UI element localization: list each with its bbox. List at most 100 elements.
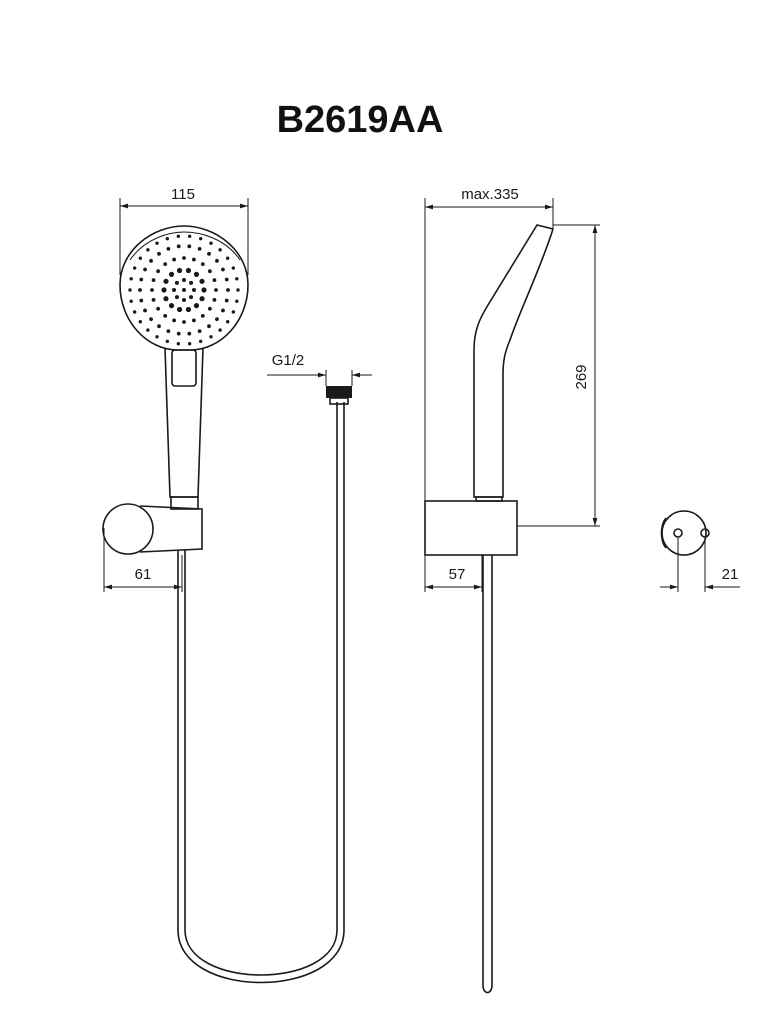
spray-hole [149, 258, 153, 263]
spray-hole [200, 262, 205, 267]
front-view: 115 G1/2 61 [102, 186, 372, 984]
product-code-title: B2619AA [277, 99, 444, 141]
spray-hole [163, 296, 169, 302]
spray-hole [198, 339, 203, 344]
spray-hole [191, 257, 196, 262]
spray-hole [151, 278, 156, 283]
spray-hole [166, 246, 171, 251]
bracket-detail-view: 21 [660, 510, 740, 592]
spray-hole [161, 287, 167, 293]
spray-hole [176, 244, 181, 249]
spray-hole [165, 236, 170, 241]
spray-hole [157, 324, 161, 329]
spray-hole [225, 256, 230, 260]
wall-bracket-front [139, 505, 203, 553]
spray-hole [155, 241, 159, 245]
spray-hole [212, 278, 217, 283]
spray-hole [143, 308, 147, 313]
spray-hole [221, 267, 225, 272]
spray-hole [215, 317, 219, 322]
spray-hole [209, 335, 213, 339]
spray-hole [165, 339, 170, 344]
spray-hole [187, 234, 192, 238]
hose-connector [326, 386, 352, 398]
spray-hole [226, 288, 230, 292]
spray-hole [193, 303, 200, 309]
spray-hole [139, 298, 144, 303]
dimension-label-connection: G1/2 [272, 352, 305, 369]
dimension-label-front-depth: 61 [135, 566, 152, 583]
spray-hole [235, 277, 239, 281]
shower-side-profile [473, 224, 555, 498]
spray-hole [212, 297, 217, 302]
spray-hole [215, 258, 219, 263]
spray-hole [163, 262, 168, 267]
spray-hole [146, 248, 150, 252]
spray-hole [207, 306, 212, 311]
spray-hole [176, 331, 181, 336]
dimension-label-height: 269 [573, 364, 590, 389]
spray-hole [129, 277, 133, 281]
spray-hole [163, 278, 169, 284]
spray-hole [187, 244, 192, 249]
spray-hole [235, 299, 239, 303]
spray-hole [209, 241, 213, 245]
spray-hole [138, 256, 143, 260]
spray-hole [151, 297, 156, 302]
spray-hole [231, 266, 236, 270]
spray-hole [199, 296, 205, 302]
spray-hole [139, 277, 144, 282]
spray-hole [128, 288, 132, 292]
spray-hole [198, 236, 203, 241]
spray-hole [138, 288, 142, 292]
spray-hole [207, 251, 211, 256]
spray-hole [207, 324, 211, 329]
spray-hole [157, 251, 161, 256]
spray-hole [200, 313, 205, 318]
spray-hole [218, 328, 222, 332]
spray-hole [199, 278, 205, 284]
spray-hole [146, 328, 150, 332]
wall-bracket-side [424, 500, 518, 556]
spray-hole [236, 288, 240, 292]
spray-hole [129, 299, 133, 303]
spray-hole [176, 306, 183, 313]
spray-hole [187, 342, 192, 346]
spray-hole [176, 342, 181, 346]
spray-hole [182, 288, 186, 292]
dimension-label-side-depth: 57 [449, 566, 466, 583]
spray-hole [132, 310, 137, 314]
spray-hole [197, 246, 202, 251]
spray-hole [172, 318, 177, 323]
side-view: max.335 269 57 [424, 186, 600, 994]
spray-hole [207, 269, 212, 274]
spray-hole [214, 288, 218, 292]
spray-hole [231, 310, 236, 314]
spray-hole [172, 288, 176, 292]
spray-hole [155, 335, 159, 339]
spray-hole [176, 234, 181, 238]
spray-hole [174, 280, 179, 285]
spray-hole [187, 331, 192, 336]
spray-hole [132, 266, 137, 270]
spray-hole [149, 317, 153, 322]
spray-hole [138, 320, 143, 324]
dimension-label-max-length: max.335 [461, 186, 519, 203]
spray-hole [189, 280, 194, 285]
spray-hole [182, 320, 186, 324]
spray-hole [150, 288, 154, 292]
handle-front [164, 347, 204, 498]
spray-hole [192, 288, 196, 292]
handle-neck [171, 349, 197, 387]
spray-hole [197, 329, 202, 334]
spray-hole [224, 298, 229, 303]
spray-hole [166, 329, 171, 334]
bracket-knob [102, 503, 154, 555]
spray-hole [221, 308, 225, 313]
spray-hole [201, 287, 207, 293]
spray-hole [182, 278, 186, 282]
spray-hole [176, 267, 183, 274]
spray-hole [163, 313, 168, 318]
spray-hole [156, 269, 161, 274]
